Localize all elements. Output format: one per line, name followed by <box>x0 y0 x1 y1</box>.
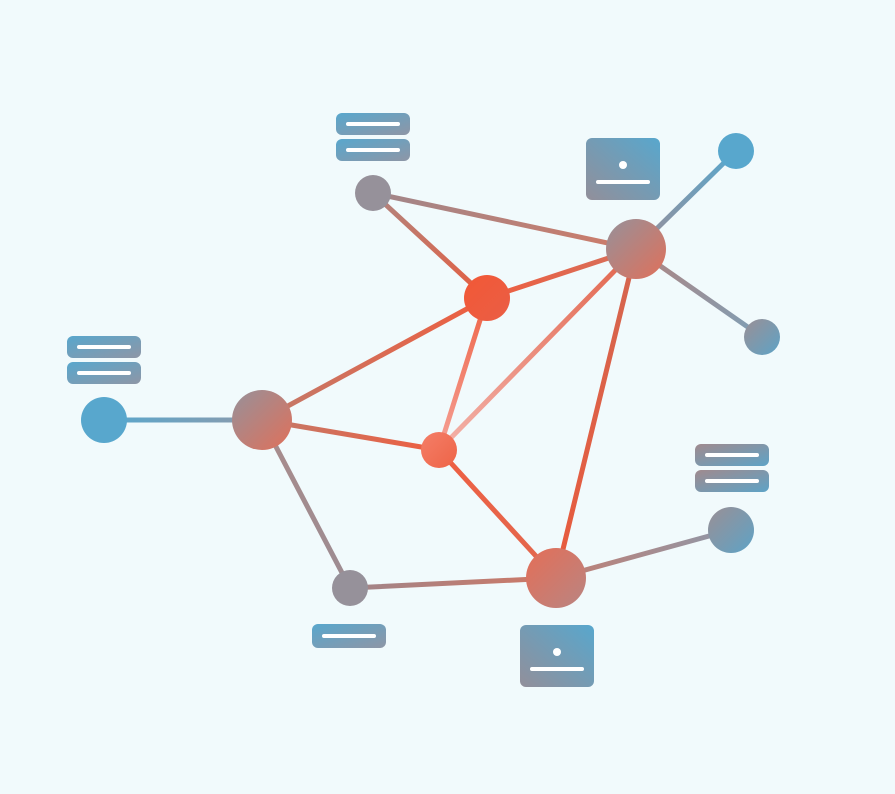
edge-bottom-left-to-bottom-hub <box>347 575 559 591</box>
node-far-top-right[interactable] <box>718 133 754 169</box>
icons-layer <box>67 113 769 687</box>
node-left-hub[interactable] <box>232 390 292 450</box>
edge-top-left-to-top-right-hub <box>370 190 639 252</box>
edge-center-to-top-right-hub <box>436 246 639 453</box>
edge-left-hub-to-top-center <box>259 295 490 423</box>
node-far-left[interactable] <box>81 397 127 443</box>
node-bottom-left[interactable] <box>332 570 368 606</box>
edge-left-hub-to-bottom-left <box>259 417 353 591</box>
server-single-icon <box>312 624 386 648</box>
nodes-layer <box>81 133 780 608</box>
node-top-left[interactable] <box>355 175 391 211</box>
server-stack-icon <box>695 444 769 492</box>
edge-bottom-hub-to-bottom-right <box>553 527 734 581</box>
node-bottom-hub[interactable] <box>526 548 586 608</box>
edges-layer <box>101 148 765 591</box>
monitor-icon <box>586 138 660 200</box>
node-bottom-right[interactable] <box>708 507 754 553</box>
node-right[interactable] <box>744 319 780 355</box>
node-center[interactable] <box>421 432 457 468</box>
server-stack-icon <box>336 113 410 161</box>
node-top-right-hub[interactable] <box>606 219 666 279</box>
node-top-center[interactable] <box>464 275 510 321</box>
edge-top-left-to-top-center <box>370 190 490 301</box>
server-stack-icon <box>67 336 141 384</box>
edge-top-right-hub-to-bottom-hub <box>553 246 639 581</box>
edge-top-center-to-center <box>436 295 490 453</box>
monitor-icon <box>520 625 594 687</box>
